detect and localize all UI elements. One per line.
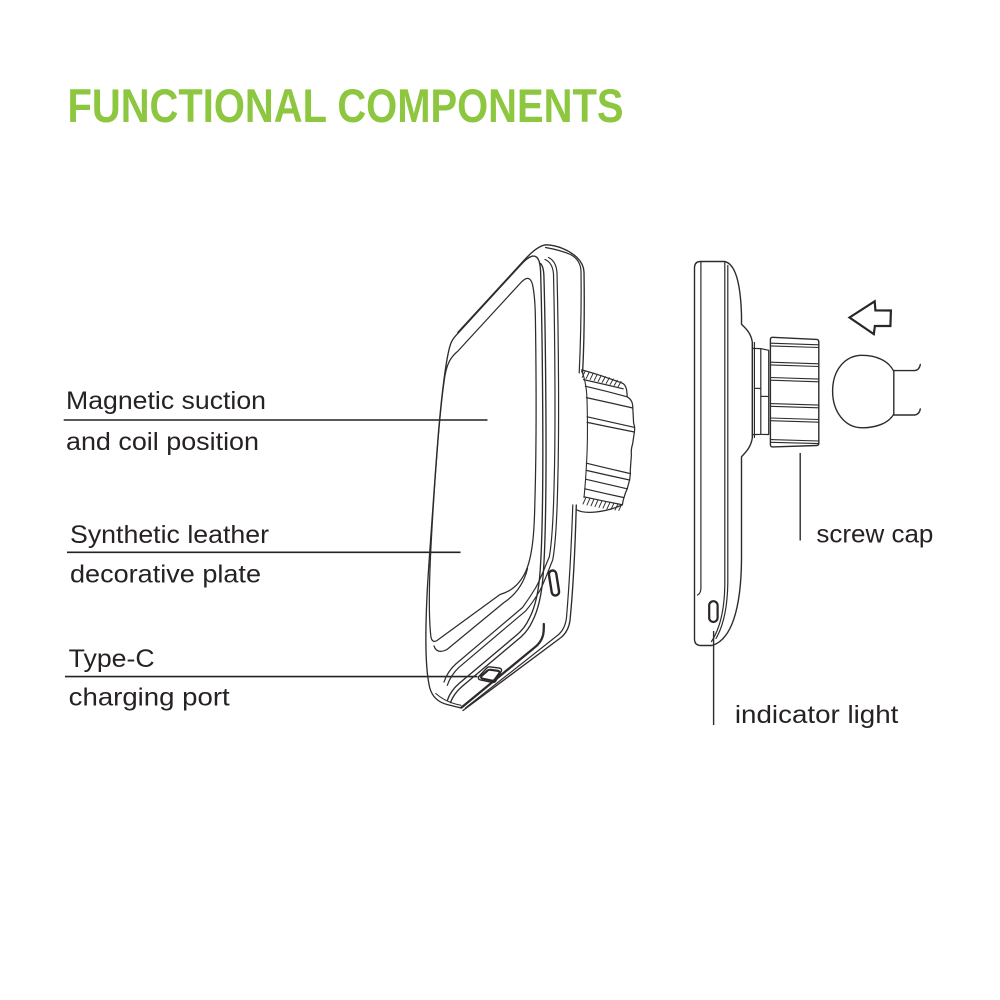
svg-text:Magnetic suction: Magnetic suction xyxy=(66,387,266,415)
svg-text:screw cap: screw cap xyxy=(816,521,933,549)
svg-text:charging port: charging port xyxy=(69,684,230,712)
svg-text:indicator light: indicator light xyxy=(735,701,899,729)
svg-text:and coil position: and coil position xyxy=(66,428,259,456)
svg-text:decorative plate: decorative plate xyxy=(70,561,261,589)
svg-text:Type-C: Type-C xyxy=(69,645,155,673)
svg-text:FUNCTIONAL COMPONENTS: FUNCTIONAL COMPONENTS xyxy=(68,79,624,132)
svg-text:Synthetic leather: Synthetic leather xyxy=(70,521,269,549)
